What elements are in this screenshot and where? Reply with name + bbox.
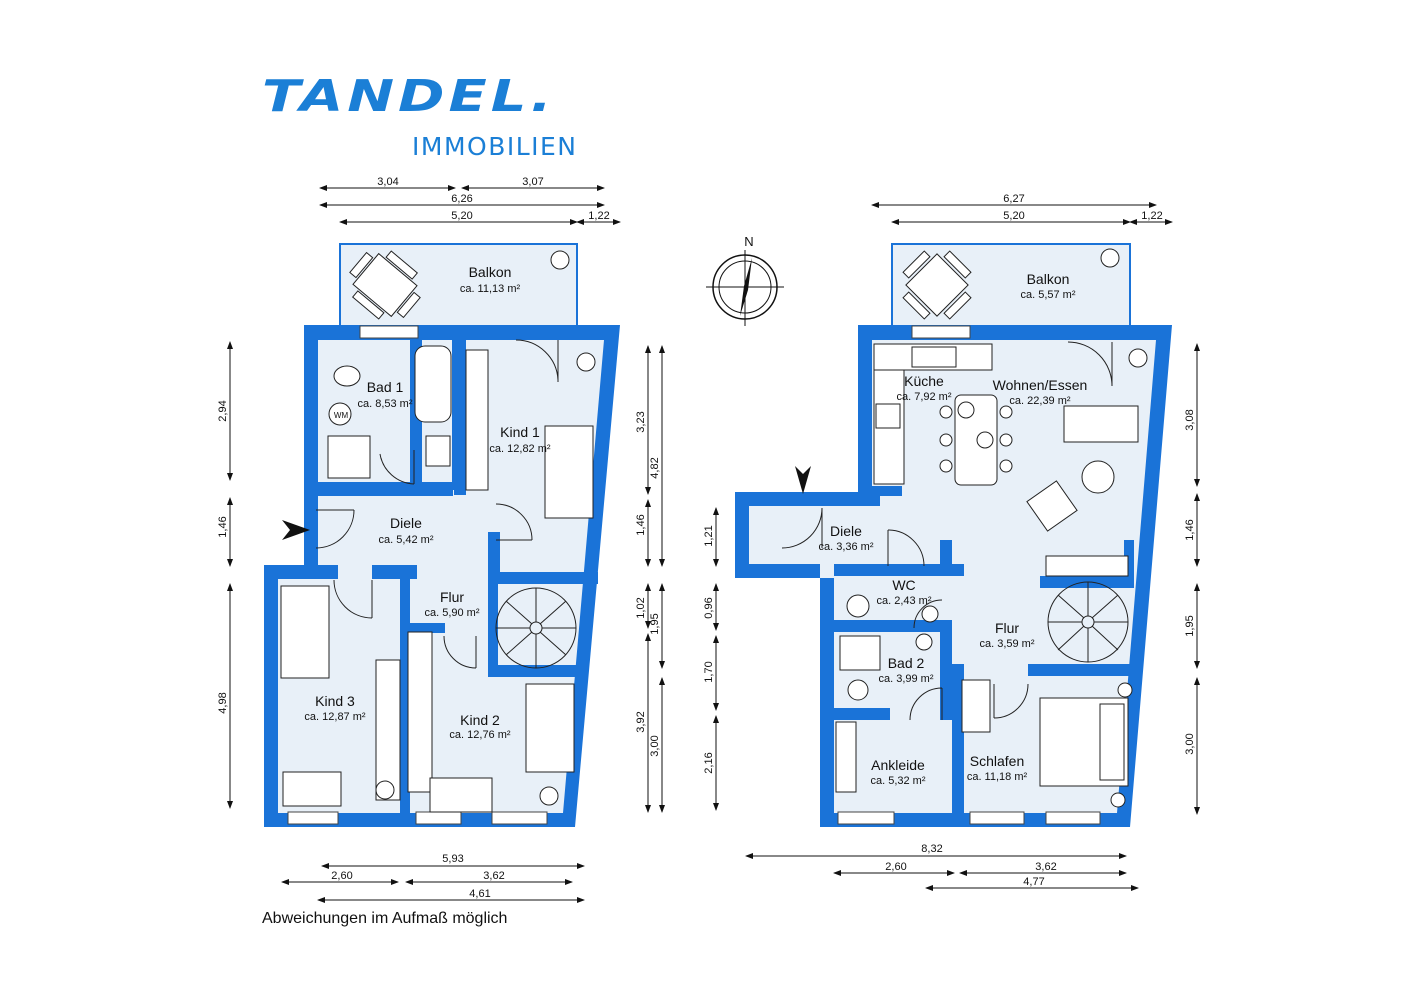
left-window-bath xyxy=(359,325,419,339)
dim-label: 2,94 xyxy=(217,400,229,421)
disclaimer-note: Abweichungen im Aufmaß möglich xyxy=(262,910,508,927)
logo-subtitle: IMMOBILIEN xyxy=(412,132,578,161)
left-furniture xyxy=(280,250,596,813)
left-room-area: ca. 5,90 m² xyxy=(424,607,479,619)
right-room-label: Küche xyxy=(904,373,944,389)
right-room-label: Ankleide xyxy=(871,757,925,773)
dim-label: 1,21 xyxy=(703,525,715,546)
left-floor-plan: Balkon ca. 11,13 m² Bad 1 ca. 8,53 m² Ki… xyxy=(217,176,665,903)
dim-label: 1,95 xyxy=(649,613,661,634)
right-room-area: ca. 5,57 m² xyxy=(1020,289,1075,301)
dim-label: 0,96 xyxy=(703,597,715,618)
right-room-area: ca. 2,43 m² xyxy=(876,595,931,607)
dim-label: 3,62 xyxy=(483,870,504,882)
dim-label: 1,22 xyxy=(1141,210,1162,222)
left-doors xyxy=(315,339,559,669)
left-room-area: ca. 12,87 m² xyxy=(304,711,365,723)
left-room-label: Kind 1 xyxy=(500,424,540,440)
left-window-kind3 xyxy=(287,811,339,825)
left-room-label: Bad 1 xyxy=(367,379,404,395)
right-room-labels: Balkon ca. 5,57 m² Küche ca. 7,92 m² Woh… xyxy=(818,271,1087,787)
right-doors xyxy=(781,341,1113,721)
dim-label: 3,00 xyxy=(649,735,661,756)
washing-machine-label: WM xyxy=(334,411,349,420)
right-interior-walls xyxy=(749,486,1138,814)
left-room-label: Diele xyxy=(390,515,422,531)
logo-wordmark: TANDEL. xyxy=(262,71,556,123)
right-room-label: Flur xyxy=(995,620,1019,636)
right-room-area: ca. 22,39 m² xyxy=(1009,395,1070,407)
dim-label: 6,26 xyxy=(451,193,472,205)
left-room-label: Balkon xyxy=(469,264,512,280)
right-room-label: Schlafen xyxy=(970,753,1024,769)
right-floor-plan: Balkon ca. 5,57 m² Küche ca. 7,92 m² Woh… xyxy=(703,193,1200,891)
left-room-area: ca. 8,53 m² xyxy=(357,398,412,410)
left-window-kind2-b xyxy=(491,811,548,825)
dim-label: 3,00 xyxy=(1184,733,1196,754)
right-furniture xyxy=(835,248,1148,808)
left-room-area: ca. 12,76 m² xyxy=(449,729,510,741)
left-room-label: Kind 2 xyxy=(460,712,500,728)
right-room-label: Bad 2 xyxy=(888,655,925,671)
right-room-label: WC xyxy=(892,577,915,593)
dim-label: 3,08 xyxy=(1184,409,1196,430)
right-dimensions: 6,27 5,20 1,22 1,21 0,96 1,70 2,16 3,08 … xyxy=(703,193,1200,891)
dim-label: 4,61 xyxy=(469,888,490,900)
dim-label: 3,07 xyxy=(522,176,543,188)
right-room-label: Diele xyxy=(830,523,862,539)
right-room-label: Balkon xyxy=(1027,271,1070,287)
compass-north-label: N xyxy=(744,234,753,249)
right-room-area: ca. 5,32 m² xyxy=(870,775,925,787)
right-entrance-arrow xyxy=(795,466,811,494)
dim-label: 3,92 xyxy=(635,711,647,732)
dim-label: 5,93 xyxy=(442,853,463,865)
left-room-area: ca. 5,42 m² xyxy=(378,534,433,546)
dim-label: 1,70 xyxy=(703,661,715,682)
dim-label: 1,22 xyxy=(588,210,609,222)
dim-label: 2,60 xyxy=(885,861,906,873)
right-room-area: ca. 7,92 m² xyxy=(896,391,951,403)
dim-label: 8,32 xyxy=(921,843,942,855)
dim-label: 4,98 xyxy=(217,692,229,713)
right-room-area: ca. 3,99 m² xyxy=(878,673,933,685)
left-room-label: Flur xyxy=(440,589,464,605)
right-room-area: ca. 3,59 m² xyxy=(979,638,1034,650)
right-window-schlafen-b xyxy=(1045,811,1101,825)
dim-label: 1,46 xyxy=(1184,519,1196,540)
dim-label: 4,82 xyxy=(649,457,661,478)
dim-label: 3,62 xyxy=(1035,861,1056,873)
dim-label: 1,46 xyxy=(635,514,647,535)
dim-label: 2,16 xyxy=(703,752,715,773)
dim-label: 1,02 xyxy=(635,597,647,618)
dim-label: 4,77 xyxy=(1023,876,1044,888)
left-room-area: ca. 11,13 m² xyxy=(460,283,521,295)
left-room-labels: Balkon ca. 11,13 m² Bad 1 ca. 8,53 m² Ki… xyxy=(304,264,550,741)
left-room-area: ca. 12,82 m² xyxy=(489,443,550,455)
dim-label: 1,46 xyxy=(217,516,229,537)
dim-label: 5,20 xyxy=(451,210,472,222)
dim-label: 3,23 xyxy=(635,411,647,432)
dim-label: 5,20 xyxy=(1003,210,1024,222)
dim-label: 2,60 xyxy=(331,870,352,882)
right-window-schlafen-a xyxy=(969,811,1025,825)
left-entrance-arrow xyxy=(282,520,310,540)
right-room-label: Wohnen/Essen xyxy=(993,377,1088,393)
left-window-kind2-a xyxy=(415,811,462,825)
left-dimensions: 3,04 3,07 6,26 5,20 1,22 2,94 1,46 4,98 … xyxy=(217,176,665,903)
right-room-area: ca. 11,18 m² xyxy=(967,771,1028,783)
compass-rose: N xyxy=(706,234,784,326)
right-window-kitchen xyxy=(911,325,971,339)
dim-label: 3,04 xyxy=(377,176,398,188)
right-window-ankleide xyxy=(837,811,895,825)
dim-label: 6,27 xyxy=(1003,193,1024,205)
right-room-area: ca. 3,36 m² xyxy=(818,541,873,553)
left-room-label: Kind 3 xyxy=(315,693,355,709)
dim-label: 1,95 xyxy=(1184,615,1196,636)
